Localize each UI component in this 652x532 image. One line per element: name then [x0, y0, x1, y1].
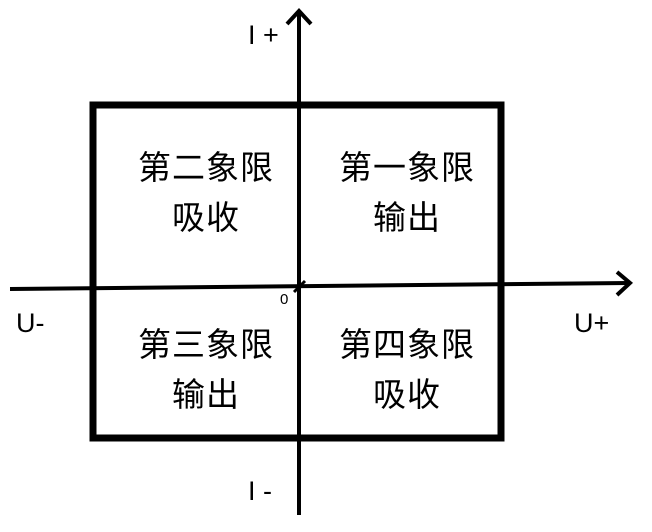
voltage-negative-label: U- — [16, 308, 45, 338]
quadrant-first-mode: 输出 — [373, 198, 441, 237]
quadrant-third: 第三象限 输出 — [106, 320, 306, 420]
quadrant-second-title: 第二象限 — [138, 148, 274, 187]
voltage-positive-label: U+ — [574, 308, 610, 338]
quadrant-fourth-title: 第四象限 — [339, 325, 475, 364]
current-axis-arrowhead — [285, 8, 313, 26]
origin-tick — [292, 279, 307, 294]
quadrant-fourth-mode: 吸收 — [373, 375, 441, 414]
voltage-axis-arrowhead — [615, 270, 634, 297]
voltage-axis — [9, 281, 630, 291]
quadrant-third-mode: 输出 — [172, 375, 240, 414]
quadrant-fourth: 第四象限 吸收 — [307, 320, 507, 420]
origin-label: 0 — [280, 291, 289, 308]
quadrant-second-mode: 吸收 — [172, 198, 240, 237]
current-positive-label: I + — [248, 20, 279, 50]
quadrant-second: 第二象限 吸收 — [106, 143, 306, 243]
current-negative-label: I - — [248, 476, 272, 506]
quadrant-first-title: 第一象限 — [339, 148, 475, 187]
quadrant-third-title: 第三象限 — [138, 325, 274, 364]
quadrant-first: 第一象限 输出 — [307, 143, 507, 243]
